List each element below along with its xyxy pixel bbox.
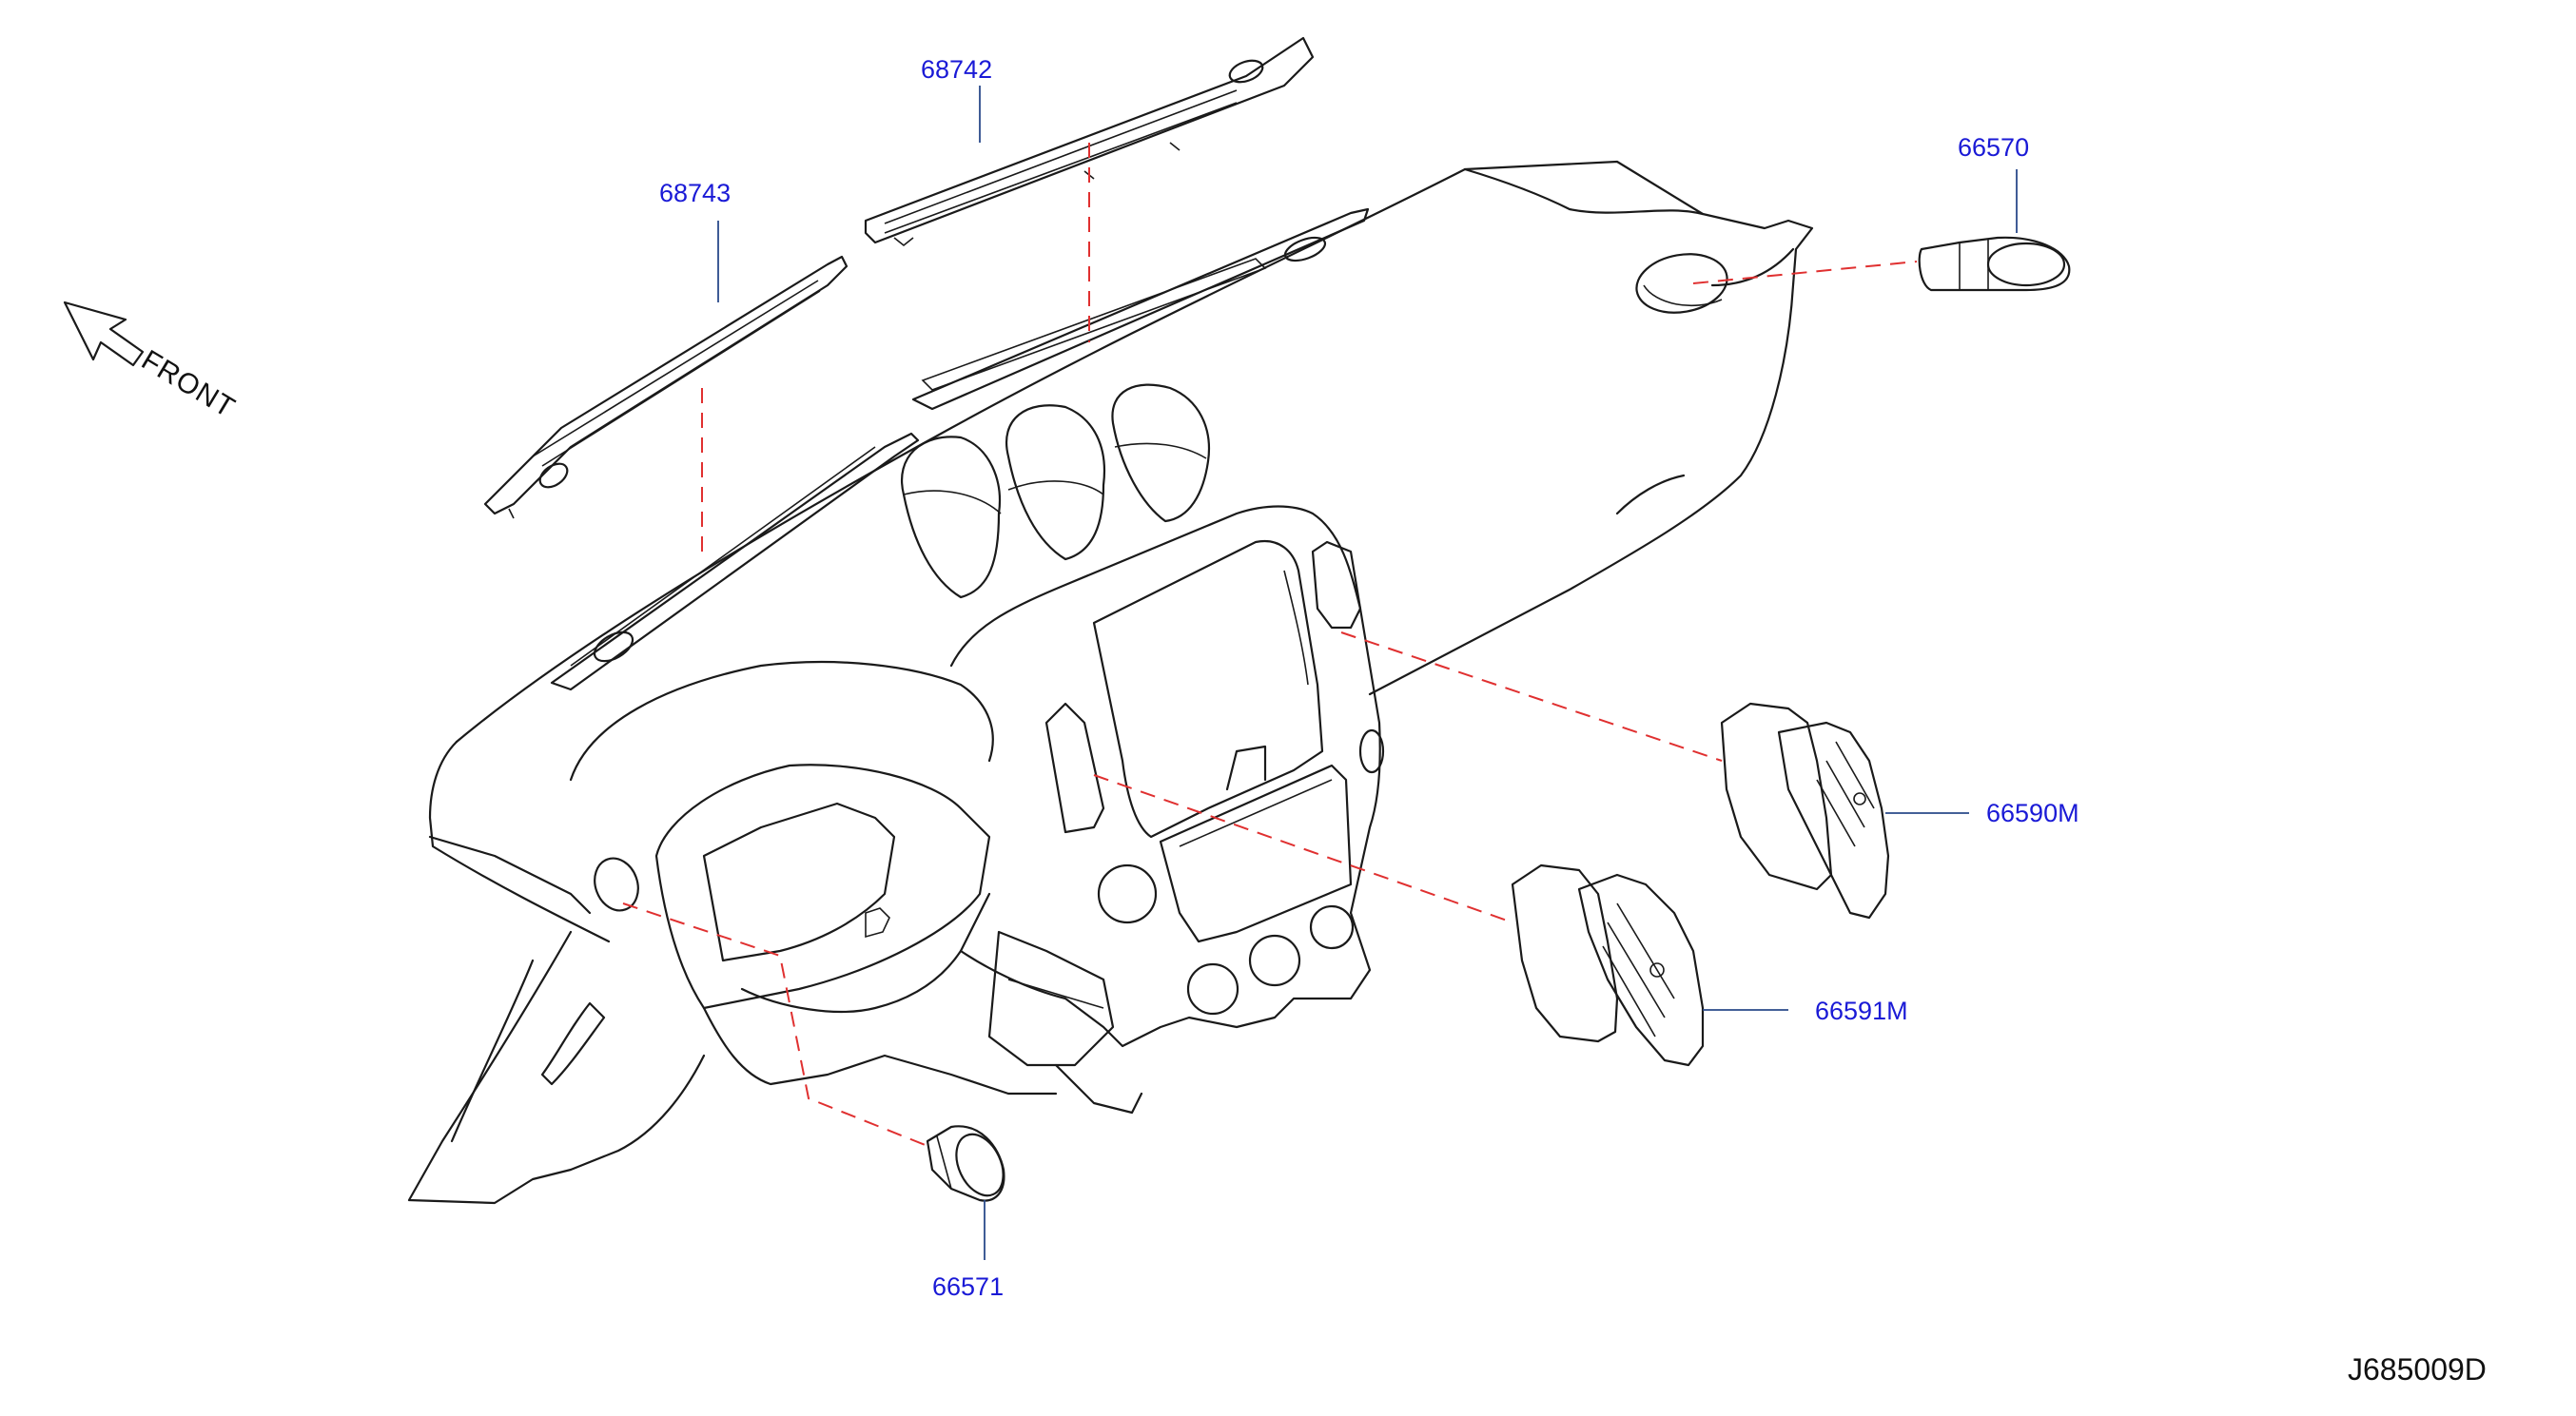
part-number-68743: 68743 [659,179,732,207]
part-number-66571: 66571 [932,1272,1005,1301]
assembly-dash-lines [622,143,1918,1147]
part-number-66590M: 66590M [1986,799,2079,827]
part-number-66570: 66570 [1958,133,2030,162]
part-number-66591M: 66591M [1815,997,1908,1025]
diagram-code: J685009D [2348,1352,2487,1387]
front-arrow-icon [63,301,145,367]
part-68742-grille [864,36,1315,247]
instrument-panel-outline [407,160,1814,1205]
part-68743-grille [483,255,849,519]
part-66570-vent [1918,236,2071,292]
part-66571-vent [926,1125,1005,1202]
part-number-68742: 68742 [921,55,993,84]
part-66591M-vent [1511,863,1705,1067]
leader-lines [717,86,2018,1260]
part-66590M-vent [1720,702,1890,920]
